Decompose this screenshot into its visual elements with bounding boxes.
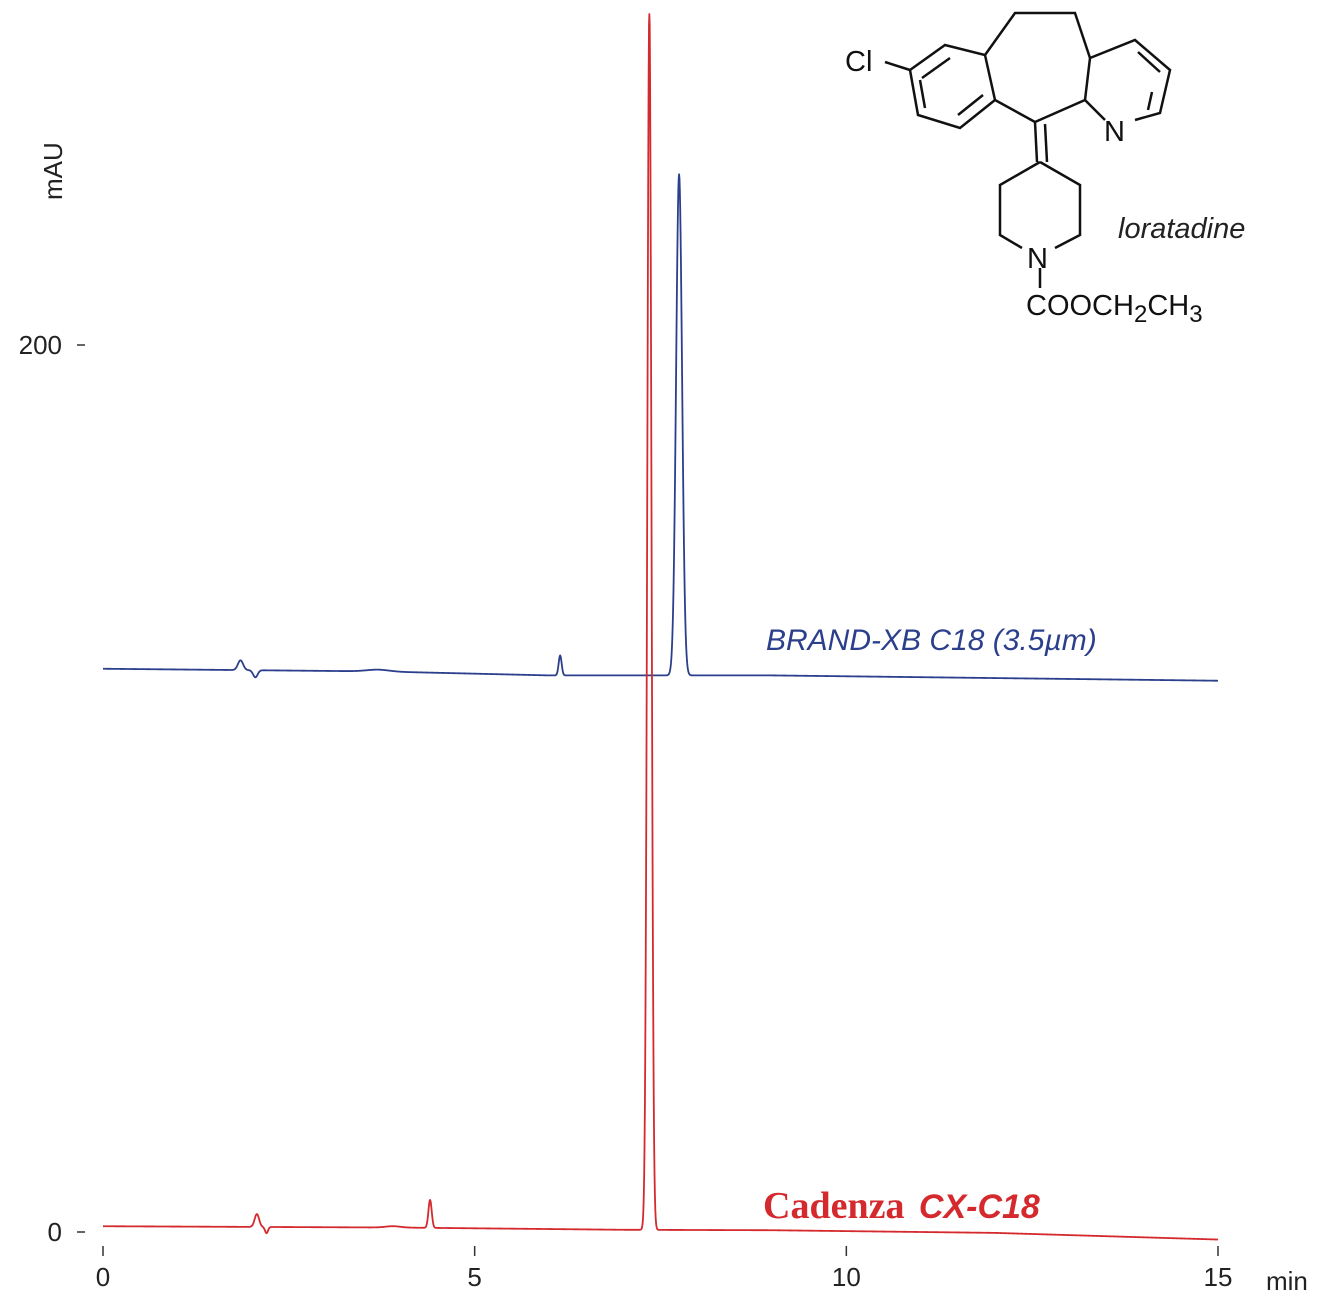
y-axis-title: mAU — [38, 142, 68, 200]
substituent-tail: CH — [1147, 290, 1189, 322]
y-axis-ticks: 0 200 — [19, 330, 85, 1247]
x-tick-label: 5 — [467, 1262, 481, 1292]
loratadine-atom-n-piperidine: N — [1027, 243, 1048, 275]
chromatogram-traces — [102, 13, 1219, 1241]
x-axis-ticks: 0 5 10 15 — [96, 1246, 1233, 1292]
y-tick-label: 200 — [19, 330, 62, 360]
y-tick-label: 0 — [48, 1217, 62, 1247]
substituent-main: COOCH — [1026, 290, 1134, 322]
loratadine-name: loratadine — [1118, 213, 1245, 245]
series-label-brand-xb: BRAND-XB C18 (3.5µm) — [766, 624, 1097, 657]
trace-cadenza-cx-c18 — [102, 13, 1219, 1241]
series-label-cadenza: Cadenza CX-C18 — [763, 1185, 1040, 1227]
x-tick-label: 0 — [96, 1262, 110, 1292]
series-label-cadenza-model: CX-C18 — [919, 1188, 1040, 1226]
loratadine-substituent: COOCH2CH3 — [1026, 290, 1203, 328]
substituent-sub-2: 2 — [1134, 301, 1147, 328]
loratadine-atom-cl: Cl — [845, 46, 872, 78]
x-tick-label: 15 — [1204, 1262, 1233, 1292]
trace-brand-xb-c18 — [102, 173, 1219, 682]
x-axis-title: min — [1266, 1266, 1308, 1292]
loratadine-atom-n-pyridine: N — [1104, 116, 1125, 148]
substituent-sub-3: 3 — [1189, 301, 1202, 328]
loratadine-structure — [884, 11, 1172, 288]
x-tick-label: 10 — [832, 1262, 861, 1292]
series-label-cadenza-name: Cadenza — [763, 1185, 904, 1227]
